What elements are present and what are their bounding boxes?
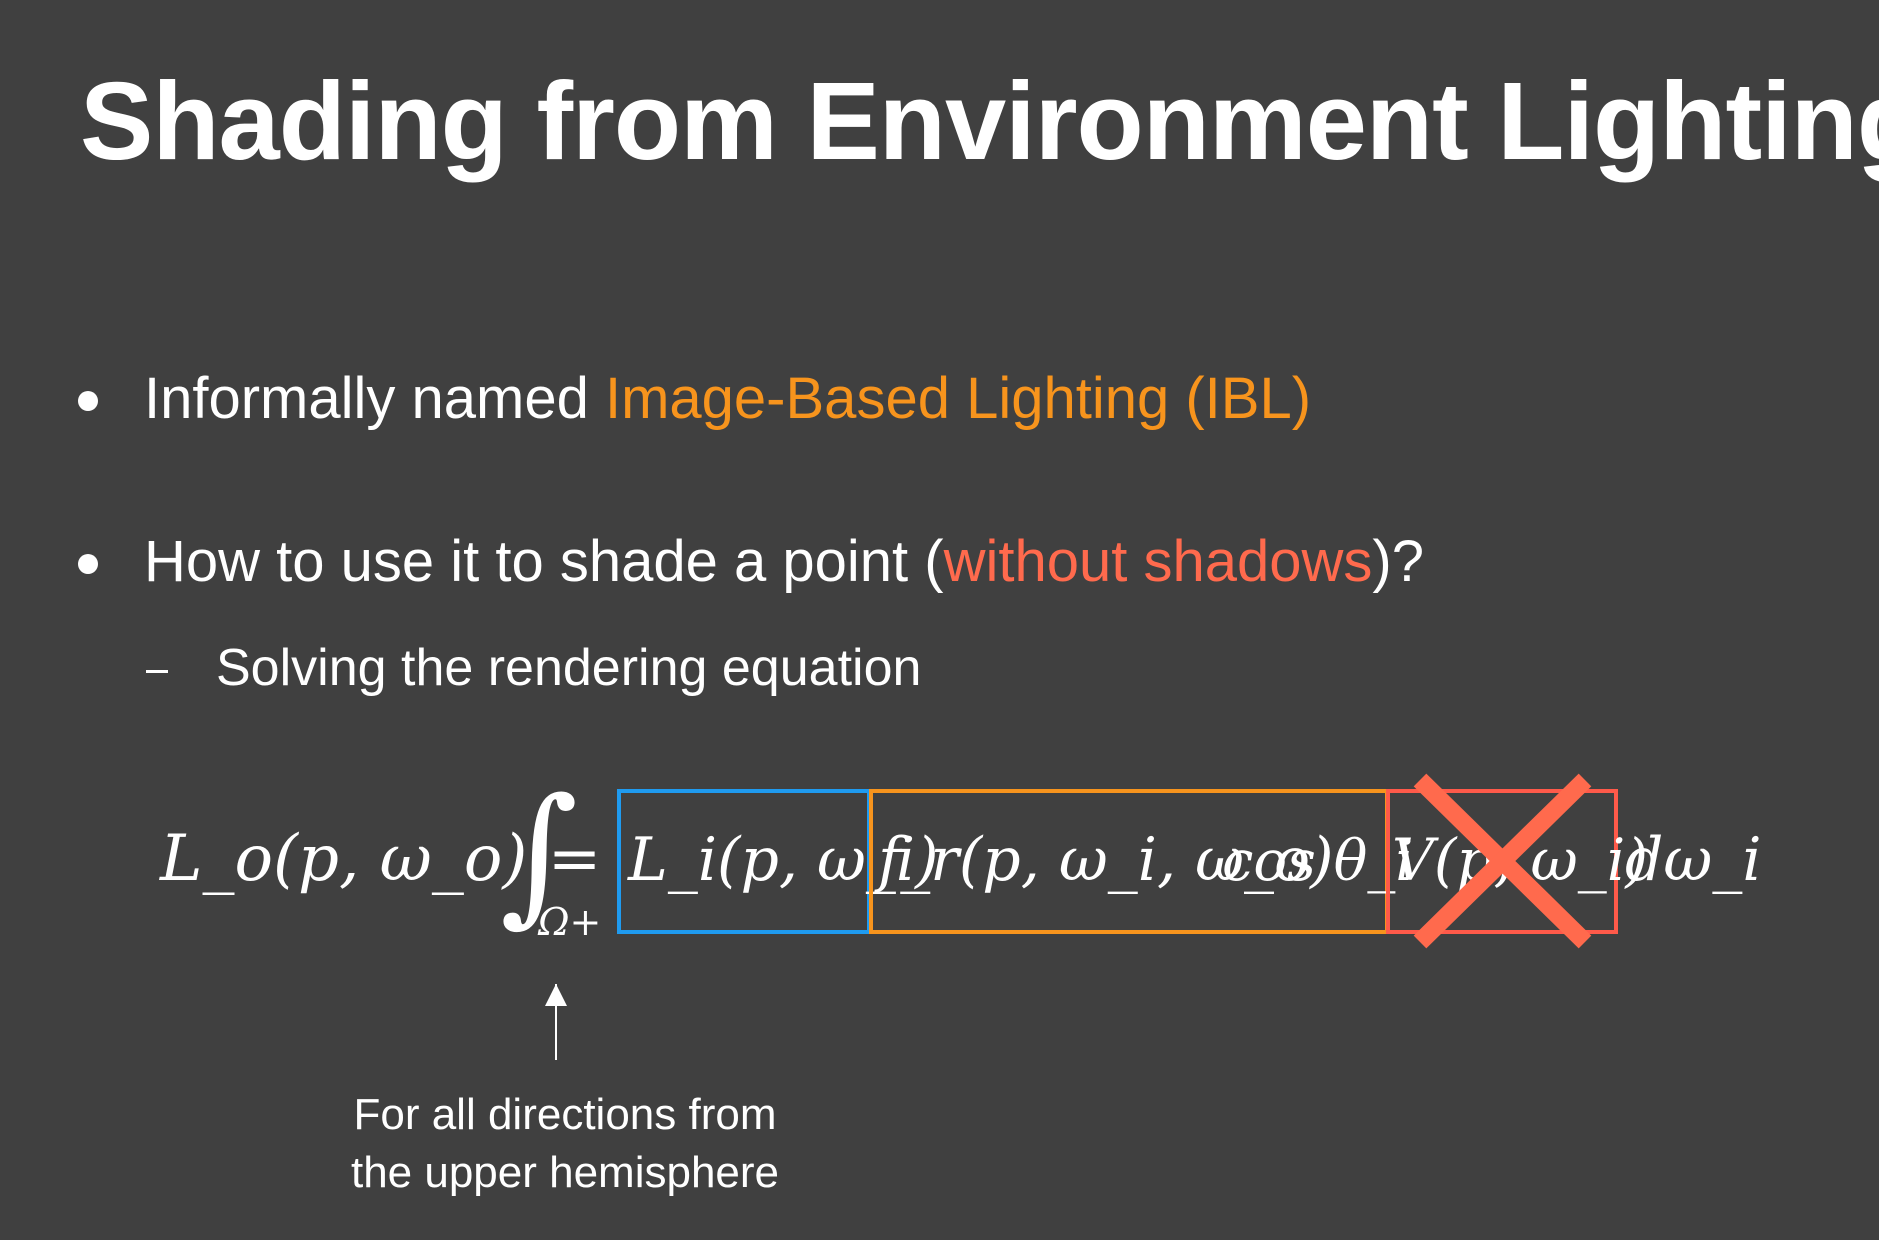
bullet-shade-point: How to use it to shade a point (without … [78,528,1424,595]
bullet-dot-icon [78,391,98,411]
bullet-dot-icon [78,554,98,574]
incident-light-box [617,789,871,934]
integral-domain: Ω+ [537,900,601,944]
bullet-text-end: )? [1372,529,1424,594]
bullet-text: How to use it to shade a point (without … [144,529,1424,594]
equation-lhs: L_o(p, ω_o) = [159,822,601,896]
without-shadows-highlight: without shadows [943,529,1373,594]
brdf-box [869,789,1389,934]
brdf-term: f_r(p, ω_i, ω_o) [874,825,1334,895]
bullet-ibl: Informally named Image-Based Lighting (I… [78,365,1311,432]
differential: dω_i [1625,825,1762,895]
bullet-text-plain: Informally named [144,366,605,431]
caption-line: the upper hemisphere [350,1148,780,1197]
cos-term: cos θ_i [1222,829,1413,894]
integral-sign-icon: ∫ [500,767,578,941]
visibility-box [1386,789,1618,934]
sub-bullet-text: Solving the rendering equation [216,639,922,697]
sub-bullet: Solving the rendering equation [146,638,921,698]
arrow-up-icon [555,984,557,1060]
bullet-text-plain: How to use it to shade a point ( [144,529,944,594]
incident-term: L_i(p, ω_i) [627,825,939,895]
cross-icon [1413,773,1592,949]
visibility-term: V(p, ω_i) [1392,826,1648,894]
caption-line: For all directions from [353,1090,777,1139]
cross-icon [1413,773,1592,949]
dash-icon [146,669,168,673]
slide-title: Shading from Environment Lighting [80,60,1879,183]
integral-caption: For all directions from the upper hemisp… [300,1086,830,1202]
bullet-text: Informally named Image-Based Lighting (I… [144,366,1311,431]
ibl-highlight: Image-Based Lighting (IBL) [604,366,1312,431]
